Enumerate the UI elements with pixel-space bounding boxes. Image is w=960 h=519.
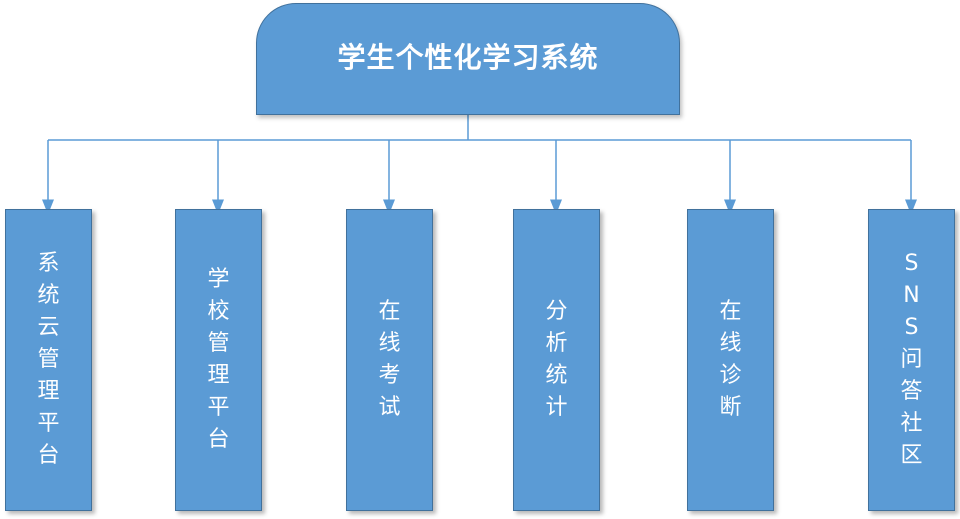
child-node-label: 在线考试 (378, 299, 401, 420)
child-node-sns-qa-community: SNS问答社区 (868, 209, 955, 511)
root-node: 学生个性化学习系统 (256, 3, 680, 115)
root-node-label: 学生个性化学习系统 (337, 41, 599, 74)
child-node-label: SNS问答社区 (900, 251, 923, 468)
child-node-label: 在线诊断 (719, 299, 742, 420)
child-node-online-exam: 在线考试 (346, 209, 433, 511)
child-node-label: 分析统计 (545, 299, 568, 420)
child-node-school-management: 学校管理平台 (175, 209, 262, 511)
child-node-cloud-management: 系统云管理平台 (5, 209, 92, 511)
child-node-label: 系统云管理平台 (37, 251, 60, 468)
child-node-label: 学校管理平台 (207, 267, 230, 452)
child-node-analytics: 分析统计 (513, 209, 600, 511)
child-node-online-diagnosis: 在线诊断 (687, 209, 774, 511)
